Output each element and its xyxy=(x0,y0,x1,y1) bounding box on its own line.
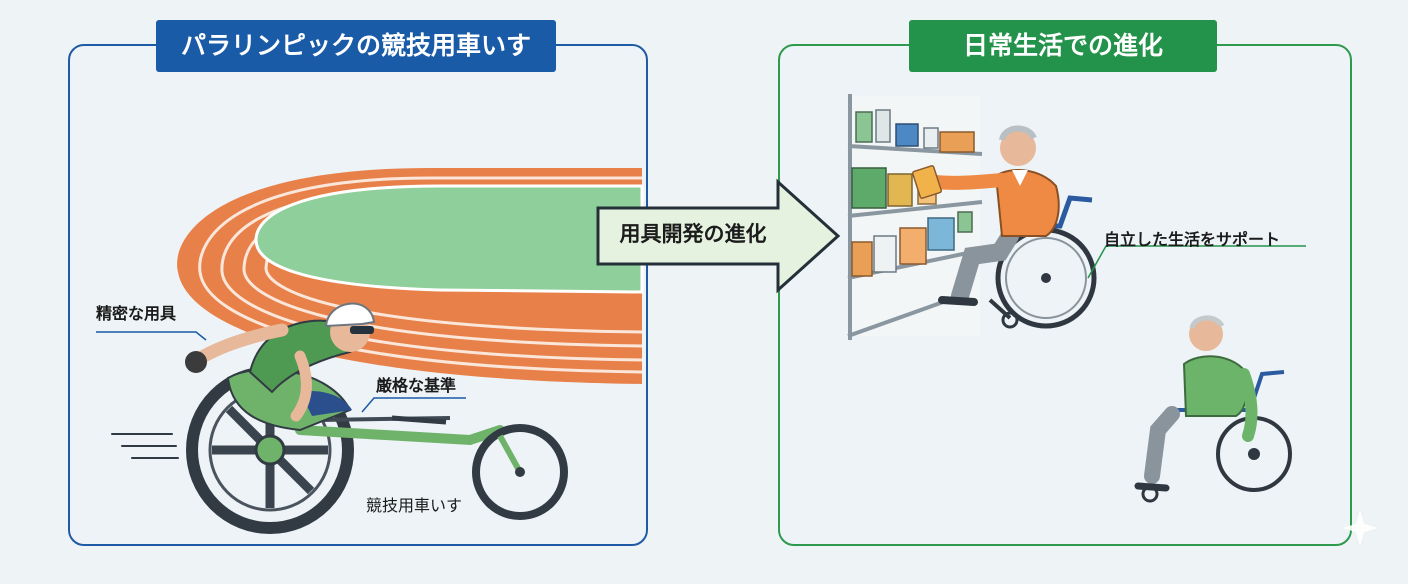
label-support-independent-life: 自立した生活をサポート xyxy=(1104,230,1281,249)
left-label-lines xyxy=(96,331,466,413)
left-panel-title: パラリンピックの競技用車いす xyxy=(156,20,556,72)
support-label-line xyxy=(1087,245,1306,279)
store-shelves xyxy=(847,94,983,340)
arrow-label: 用具開発の進化 xyxy=(619,222,767,246)
label-precise-equipment: 精密な用具 xyxy=(96,304,177,323)
progress-arrow xyxy=(596,178,841,294)
sparkle-icon xyxy=(1342,510,1378,546)
label-strict-standards: 厳格な基準 xyxy=(376,376,457,395)
speed-lines xyxy=(111,433,179,459)
man-in-wheelchair-green xyxy=(1134,315,1292,503)
racing-wheelchair-athlete xyxy=(185,302,568,534)
man-in-wheelchair-orange xyxy=(911,125,1097,329)
right-panel-title: 日常生活での進化 xyxy=(909,20,1217,72)
running-track xyxy=(177,168,644,384)
label-racing-wheelchair: 競技用車いす xyxy=(366,496,463,515)
